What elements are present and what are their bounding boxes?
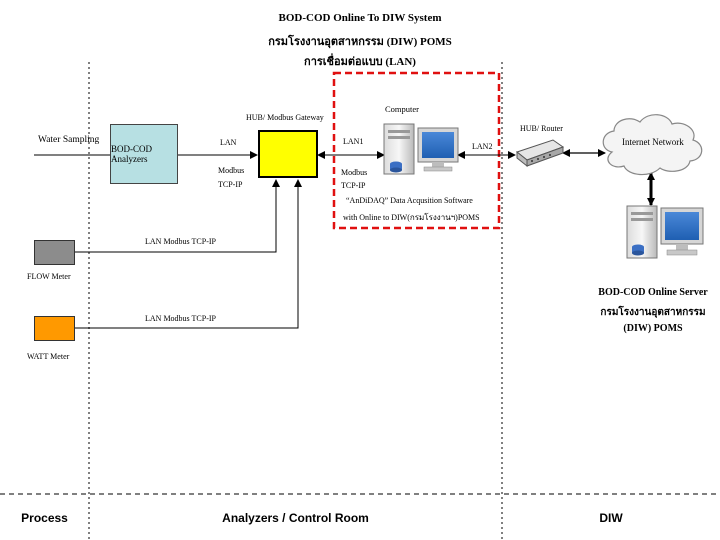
watt-meter-box (34, 316, 75, 341)
watt-link-label: LAN Modbus TCP-IP (145, 314, 216, 323)
watt-meter-link (75, 179, 302, 329)
software-line-1: “AnDiDAQ” Data Acqusition Software (346, 196, 473, 205)
footer-process: Process (21, 511, 68, 525)
footer-control-room: Analyzers / Control Room (222, 511, 369, 525)
cloud-icon (602, 114, 703, 176)
server-title-2: กรมโรงงานอุตสาหกรรม (600, 307, 706, 318)
computer-icon (383, 123, 459, 175)
software-line-2: with Online to DIW(กรมโรงงานฯ)POMS (343, 213, 480, 222)
flow-meter-box (34, 240, 75, 265)
flow-meter-link (75, 179, 280, 253)
modbus-label: Modbus (218, 166, 245, 175)
title-line-1: BOD-COD Online To DIW System (278, 12, 442, 24)
server-title-1: BOD-COD Online Server (598, 287, 708, 298)
footer-diw: DIW (599, 511, 623, 525)
title-line-2: กรมโรงงานอุตสาหกรรม (DIW) POMS (268, 36, 452, 48)
router-label: HUB/ Router (520, 124, 563, 133)
hub-label: HUB/ Modbus Gateway (246, 113, 324, 122)
lan-label: LAN (220, 138, 237, 147)
tcpip-label: TCP-IP (218, 180, 243, 189)
cloud-label: Internet Network (622, 137, 684, 147)
water-sampling-label: Water Sampling (38, 135, 100, 145)
title-line-3: การเชื่อมต่อแบบ (LAN) (304, 56, 416, 68)
watt-meter-label: WATT Meter (27, 352, 70, 361)
computer-title: Computer (385, 104, 419, 114)
modbus-hub-box (258, 130, 318, 178)
flow-link-label: LAN Modbus TCP-IP (145, 237, 216, 246)
router-icon (515, 139, 565, 168)
bod-cod-analyzer-box: BOD-COD Analyzers (110, 124, 178, 184)
server-icon (626, 205, 704, 259)
analyzer-box-label: BOD-COD Analyzers (111, 144, 153, 164)
flow-meter-label: FLOW Meter (27, 272, 71, 281)
server-title-3: (DIW) POMS (623, 323, 683, 334)
computer-zone (332, 71, 501, 230)
lan1-label: LAN1 (343, 137, 364, 146)
lan2-label: LAN2 (472, 142, 493, 151)
computer-modbus-label: Modbus (341, 168, 368, 177)
computer-tcpip-label: TCP-IP (341, 181, 366, 190)
